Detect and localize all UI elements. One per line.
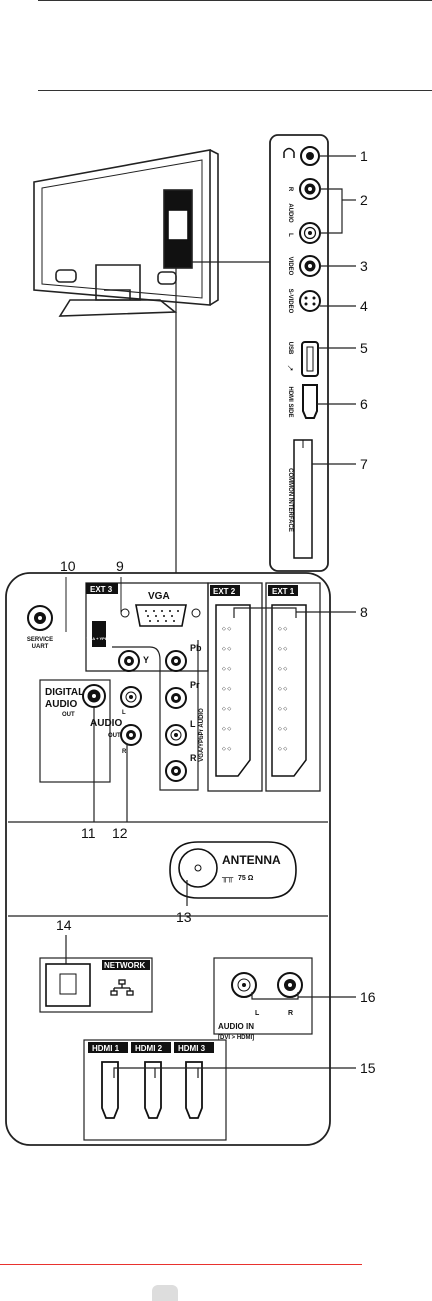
hdmi1-port — [101, 1061, 119, 1119]
audio-in-sub-label: [DVI > HDMI] — [218, 1035, 254, 1041]
network-icon — [110, 979, 134, 996]
digital-audio-label: AUDIO — [45, 699, 77, 710]
hdmi1-label: HDMI 1 — [92, 1044, 120, 1053]
callout-2: 2 — [360, 192, 368, 208]
side-svideo-jack — [299, 290, 321, 312]
page-tab — [152, 1285, 178, 1301]
svg-text:VGA + YPbPr: VGA + YPbPr — [86, 636, 111, 641]
callout-11: 11 — [81, 825, 96, 841]
ext2-scart — [215, 604, 251, 777]
callout-10: 10 — [60, 558, 76, 574]
pb-label: Pb — [190, 643, 202, 653]
vga-port — [135, 604, 187, 627]
headphones-icon — [283, 147, 295, 158]
side-connector-panel — [269, 134, 329, 572]
callout-3: 3 — [360, 258, 368, 274]
ypbpr-jacks — [118, 650, 187, 782]
callout-8: 8 — [360, 604, 368, 620]
common-interface-label: COMMON INTERFACE — [287, 468, 293, 532]
side-l-label: L — [287, 233, 293, 237]
callout-7: 7 — [360, 456, 368, 472]
ypbpr-l-label: L — [190, 719, 196, 729]
antenna-symbol-icon: ╥╥ — [221, 873, 234, 883]
network-port — [45, 963, 91, 1007]
header-rule — [38, 90, 432, 91]
side-hdmi-port — [302, 384, 318, 419]
ext1-label: EXT 1 — [272, 587, 295, 596]
pr-label: Pr — [190, 680, 200, 690]
audio-out-l-label: L — [122, 710, 126, 716]
footer-red-line — [0, 1264, 362, 1265]
audio-in-l-label: L — [255, 1010, 260, 1017]
ext3-label: EXT 3 — [90, 585, 113, 594]
hdmi3-label: HDMI 3 — [178, 1044, 206, 1053]
hdmi2-label: HDMI 2 — [135, 1044, 163, 1053]
callout-5: 5 — [360, 340, 368, 356]
audio-in-label: AUDIO IN — [218, 1022, 254, 1031]
svg-text:◇ ◇: ◇ ◇ — [278, 626, 287, 632]
audio-out-label: AUDIO — [90, 718, 122, 729]
side-usb-label: USB — [287, 342, 293, 355]
hdmi3-port — [185, 1061, 203, 1119]
callout-6: 6 — [360, 396, 368, 412]
ext2-label: EXT 2 — [213, 587, 236, 596]
y-label: Y — [143, 655, 149, 665]
side-video-jack — [299, 255, 321, 277]
svg-text:◇ ◇: ◇ ◇ — [222, 666, 231, 672]
vga-ypbpr-badge — [92, 621, 106, 647]
svg-text:◇ ◇: ◇ ◇ — [278, 686, 287, 692]
antenna-ohm-label: 75 Ω — [238, 875, 254, 882]
callout-14: 14 — [56, 917, 72, 933]
callout-15: 15 — [360, 1060, 376, 1076]
callout-13: 13 — [176, 909, 192, 925]
vga-label: VGA — [148, 591, 170, 602]
svg-text:◇ ◇: ◇ ◇ — [278, 646, 287, 652]
ypbpr-r-label: R — [190, 753, 197, 763]
side-audio-l-jack — [299, 222, 321, 244]
usb-icon: ⭧ — [285, 365, 295, 371]
svg-text:◇ ◇: ◇ ◇ — [222, 746, 231, 752]
callout-9: 9 — [116, 558, 124, 574]
audio-out-r-label: R — [122, 749, 127, 755]
service-label: SERVICE — [27, 637, 53, 643]
svg-text:◇ ◇: ◇ ◇ — [222, 686, 231, 692]
svg-text:◇ ◇: ◇ ◇ — [222, 726, 231, 732]
digital-out-label: OUT — [62, 712, 75, 718]
callout-1: 1 — [360, 148, 368, 164]
network-label: NETWORK — [104, 961, 146, 970]
vga-ypbpr-audio-label: VGA/YPbPr AUDIO — [199, 708, 205, 762]
side-audio-r-jack — [299, 178, 321, 200]
callout-16: 16 — [360, 989, 376, 1005]
side-svideo-label: S-VIDEO — [287, 289, 293, 314]
svg-text:◇ ◇: ◇ ◇ — [222, 646, 231, 652]
svg-text:◇ ◇: ◇ ◇ — [278, 666, 287, 672]
ext1-scart — [271, 604, 307, 777]
digital-label: DIGITAL — [45, 687, 84, 698]
svg-text:◇ ◇: ◇ ◇ — [278, 726, 287, 732]
svg-text:◇ ◇: ◇ ◇ — [222, 706, 231, 712]
side-callout-lines — [312, 155, 356, 465]
antenna-label: ANTENNA — [222, 853, 281, 867]
svg-text:◇ ◇: ◇ ◇ — [278, 706, 287, 712]
top-rule — [38, 0, 432, 1]
side-video-label: VIDEO — [287, 257, 293, 276]
audio-out-2-label: OUT — [108, 733, 121, 739]
callout-12: 12 — [112, 825, 128, 841]
common-interface-slot — [293, 439, 313, 559]
side-r-label: R — [287, 187, 293, 192]
side-audio-label: AUDIO — [287, 203, 293, 223]
hdmi2-port — [144, 1061, 162, 1119]
svg-text:◇ ◇: ◇ ◇ — [278, 746, 287, 752]
audio-in-r-label: R — [288, 1010, 293, 1017]
tv-back-illustration — [33, 149, 219, 317]
svg-text:◇ ◇: ◇ ◇ — [222, 626, 231, 632]
side-hdmi-label: HDMI SIDE — [287, 386, 293, 417]
uart-label: UART — [32, 644, 49, 650]
callout-4: 4 — [360, 298, 368, 314]
